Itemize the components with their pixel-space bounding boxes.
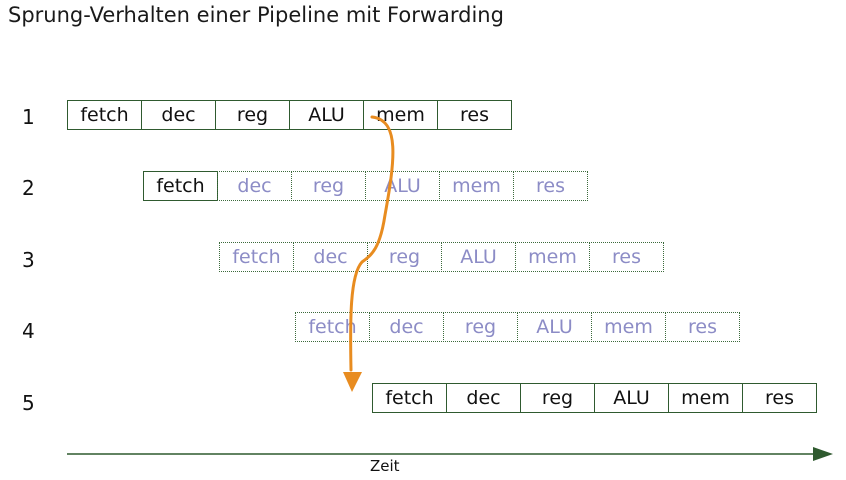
pipeline-row-2: fetch dec reg ALU mem res bbox=[143, 171, 588, 203]
stage-dec: dec bbox=[217, 171, 292, 201]
pipeline-row-1: fetch dec reg ALU mem res bbox=[67, 100, 512, 132]
diagram-title: Sprung-Verhalten einer Pipeline mit Forw… bbox=[8, 3, 504, 27]
stage-mem: mem bbox=[515, 242, 590, 272]
stage-dec: dec bbox=[369, 312, 444, 342]
stage-res: res bbox=[437, 100, 512, 130]
row-number-3: 3 bbox=[22, 248, 35, 272]
stage-fetch: fetch bbox=[372, 383, 447, 413]
stage-reg: reg bbox=[215, 100, 290, 130]
stage-reg: reg bbox=[367, 242, 442, 272]
pipeline-row-5: fetch dec reg ALU mem res bbox=[372, 383, 817, 415]
time-axis-arrow bbox=[67, 447, 833, 461]
stage-fetch: fetch bbox=[143, 171, 218, 201]
stage-reg: reg bbox=[520, 383, 595, 413]
stage-res: res bbox=[513, 171, 588, 201]
stage-fetch: fetch bbox=[219, 242, 294, 272]
stage-alu: ALU bbox=[365, 171, 440, 201]
stage-alu: ALU bbox=[594, 383, 669, 413]
stage-res: res bbox=[742, 383, 817, 413]
stage-mem: mem bbox=[668, 383, 743, 413]
stage-reg: reg bbox=[291, 171, 366, 201]
row-number-5: 5 bbox=[22, 391, 35, 415]
stage-dec: dec bbox=[446, 383, 521, 413]
stage-dec: dec bbox=[293, 242, 368, 272]
stage-reg: reg bbox=[443, 312, 518, 342]
stage-alu: ALU bbox=[289, 100, 364, 130]
stage-alu: ALU bbox=[441, 242, 516, 272]
stage-res: res bbox=[665, 312, 740, 342]
stage-mem: mem bbox=[439, 171, 514, 201]
time-axis-label: Zeit bbox=[370, 457, 400, 475]
pipeline-row-4: fetch dec reg ALU mem res bbox=[295, 312, 740, 344]
row-number-2: 2 bbox=[22, 176, 35, 200]
stage-alu: ALU bbox=[517, 312, 592, 342]
pipeline-row-3: fetch dec reg ALU mem res bbox=[219, 242, 664, 274]
stage-dec: dec bbox=[141, 100, 216, 130]
stage-mem: mem bbox=[591, 312, 666, 342]
row-number-1: 1 bbox=[22, 105, 35, 129]
row-number-4: 4 bbox=[22, 319, 35, 343]
stage-mem: mem bbox=[363, 100, 438, 130]
stage-res: res bbox=[589, 242, 664, 272]
stage-fetch: fetch bbox=[295, 312, 370, 342]
stage-fetch: fetch bbox=[67, 100, 142, 130]
